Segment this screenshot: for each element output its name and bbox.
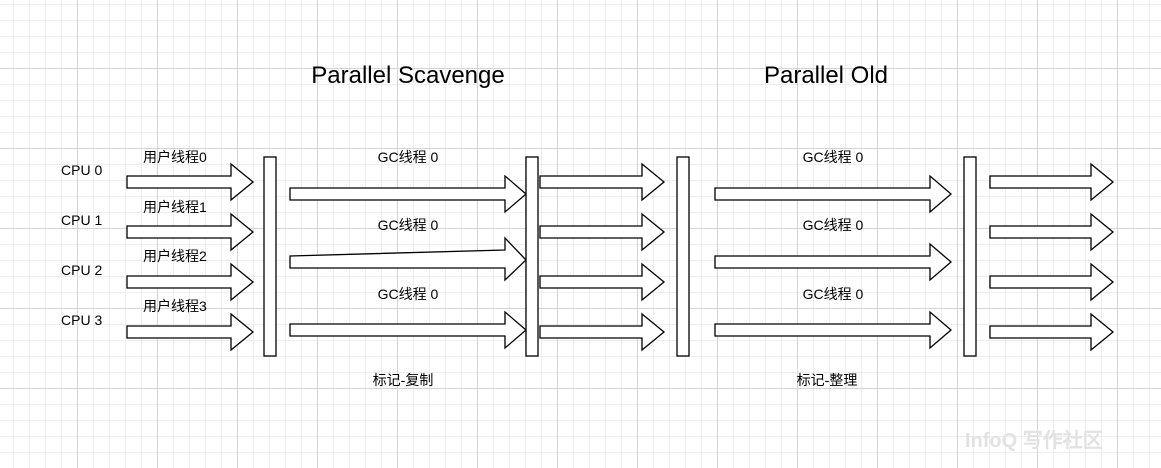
gc-thread-label-young: GC线程 0	[378, 286, 439, 302]
cpu-label: CPU 3	[61, 312, 102, 328]
gc-thread-arrow-young	[289, 174, 527, 214]
cpu-label: CPU 0	[61, 162, 102, 178]
gc-thread-arrow-young	[289, 310, 527, 350]
user-thread-arrow	[126, 162, 255, 202]
gc-thread-arrow-old	[714, 310, 952, 350]
resume-arrow	[989, 212, 1115, 252]
safepoint-barrier	[963, 156, 977, 357]
user-thread-label: 用户线程2	[143, 248, 207, 264]
gc-thread-arrow-old	[714, 174, 952, 214]
user-thread-arrow	[126, 262, 255, 302]
title-parallel-scavenge: Parallel Scavenge	[311, 62, 504, 89]
resume-arrow	[539, 312, 666, 352]
cpu-label: CPU 2	[61, 262, 102, 278]
gc-thread-label-old: GC线程 0	[803, 149, 864, 165]
user-thread-label: 用户线程0	[143, 149, 207, 165]
gc-thread-label-old: GC线程 0	[803, 286, 864, 302]
safepoint-barrier	[676, 156, 690, 357]
gc-thread-label-young: GC线程 0	[378, 149, 439, 165]
resume-arrow	[989, 312, 1115, 352]
user-thread-label: 用户线程1	[143, 199, 207, 215]
gc-thread-arrow-young	[289, 236, 527, 282]
resume-arrow	[539, 262, 666, 302]
user-thread-arrow	[126, 312, 255, 352]
phase-label-old: 标记-整理	[797, 372, 858, 388]
user-thread-arrow	[126, 212, 255, 252]
gc-thread-label-young: GC线程 0	[378, 217, 439, 233]
watermark-logo: InfoQ 写作社区	[965, 428, 1103, 452]
gc-thread-label-old: GC线程 0	[803, 217, 864, 233]
title-parallel-old: Parallel Old	[764, 62, 888, 89]
safepoint-barrier	[525, 156, 539, 357]
gc-thread-arrow-old	[714, 242, 952, 282]
resume-arrow	[989, 162, 1115, 202]
resume-arrow	[539, 162, 666, 202]
safepoint-barrier	[263, 156, 277, 357]
resume-arrow	[989, 262, 1115, 302]
cpu-label: CPU 1	[61, 212, 102, 228]
phase-label-young: 标记-复制	[373, 372, 434, 388]
resume-arrow	[539, 212, 666, 252]
user-thread-label: 用户线程3	[143, 298, 207, 314]
